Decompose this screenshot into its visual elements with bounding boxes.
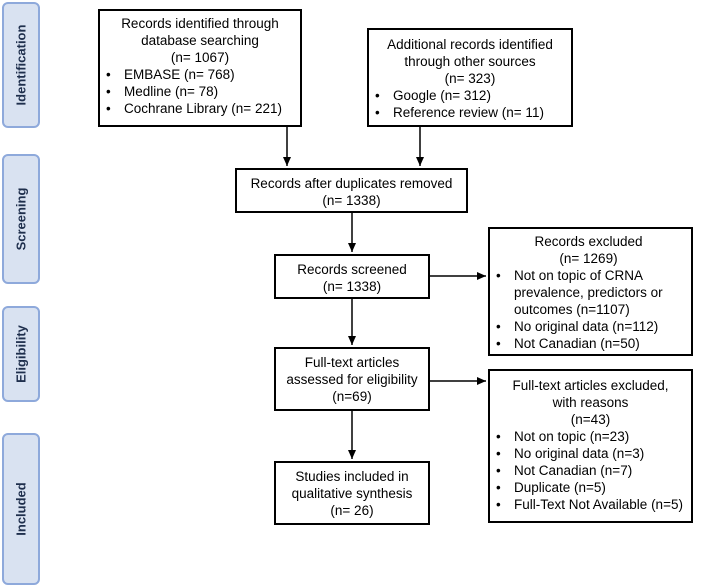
duplicates-removed-count: (n= 1338) [322, 193, 381, 208]
records-screened-box: Records screened (n= 1338) [274, 254, 430, 299]
other-sources-title-2: through other sources [404, 54, 536, 69]
included-studies-title-1: Studies included in [295, 469, 409, 484]
list-item: Google (n= 312) [369, 87, 571, 104]
included-studies-count: (n= 26) [330, 503, 374, 518]
list-item: No original data (n=3) [490, 445, 691, 462]
list-item: EMBASE (n= 768) [100, 66, 300, 83]
list-item: Not Canadian (n=50) [490, 335, 687, 352]
list-item: Not on topic of CRNA prevalence, predict… [490, 267, 687, 318]
exclusion-reasons-list: Not on topic of CRNA prevalence, predict… [490, 267, 687, 352]
database-search-title-1: Records identified through [121, 16, 279, 31]
phase-identification: Identification [2, 2, 40, 128]
records-screened-count: (n= 1338) [322, 279, 382, 294]
fulltext-excluded-title-2: with reasons [552, 395, 629, 410]
database-search-box: Records identified through database sear… [98, 9, 302, 127]
phase-screening: Screening [2, 154, 40, 284]
fulltext-assessed-title-2: assessed for eligibility [286, 372, 418, 387]
duplicates-removed-box: Records after duplicates removed (n= 133… [235, 168, 468, 213]
included-studies-title-2: qualitative synthesis [291, 486, 413, 501]
fulltext-assessed-box: Full-text articles assessed for eligibil… [274, 347, 430, 411]
list-item: Medline (n= 78) [100, 83, 300, 100]
database-search-count: (n= 1067) [170, 50, 230, 65]
list-item: Cochrane Library (n= 221) [100, 100, 300, 117]
records-excluded-title: Records excluded [534, 234, 643, 249]
phase-eligibility: Eligibility [2, 306, 40, 402]
list-item: Not Canadian (n=7) [490, 462, 691, 479]
included-studies-box: Studies included in qualitative synthesi… [274, 461, 430, 525]
fulltext-assessed-count: (n=69) [332, 389, 372, 404]
fulltext-excluded-box: Full-text articles excluded, with reason… [488, 369, 693, 523]
records-screened-title: Records screened [297, 262, 407, 277]
fulltext-assessed-title-1: Full-text articles [304, 355, 400, 370]
list-item: Duplicate (n=5) [490, 479, 691, 496]
other-sources-box: Additional records identified through ot… [367, 28, 573, 127]
list-item: Reference review (n= 11) [369, 104, 571, 121]
list-item: Full-Text Not Available (n=5) [490, 496, 691, 513]
other-sources-count: (n= 323) [444, 71, 496, 86]
list-item: Not on topic (n=23) [490, 428, 691, 445]
duplicates-removed-title: Records after duplicates removed [250, 176, 453, 191]
fulltext-exclusion-reasons-list: Not on topic (n=23) No original data (n=… [490, 428, 691, 513]
phase-included: Included [2, 433, 40, 585]
list-item: No original data (n=112) [490, 318, 687, 335]
other-sources-list: Google (n= 312) Reference review (n= 11) [369, 87, 571, 121]
records-excluded-count: (n= 1269) [559, 251, 618, 266]
other-sources-title-1: Additional records identified [387, 37, 553, 52]
records-excluded-box: Records excluded (n= 1269) Not on topic … [488, 227, 693, 356]
database-list: EMBASE (n= 768) Medline (n= 78) Cochrane… [100, 66, 300, 117]
database-search-title-2: database searching [141, 33, 259, 48]
fulltext-excluded-title-1: Full-text articles excluded, [512, 378, 669, 393]
fulltext-excluded-count: (n=43) [570, 412, 611, 427]
